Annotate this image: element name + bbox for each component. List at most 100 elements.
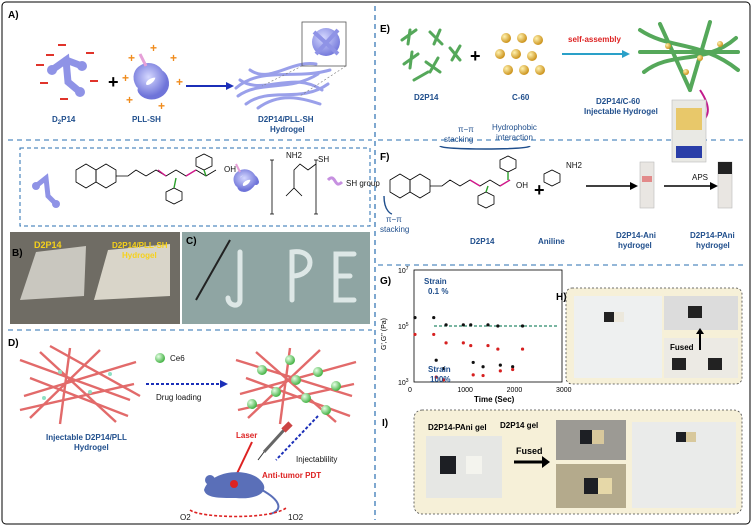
pani-caption-1: D2P14-PAni bbox=[690, 231, 735, 240]
e-product-caption-2: Injectable Hydrogel bbox=[584, 107, 658, 116]
singlet-o2-label: 1O2 bbox=[288, 513, 304, 522]
panel-f: F) π−π stacking Hydrophobic interaction … bbox=[380, 123, 735, 250]
strain-top-2: 0.1 % bbox=[428, 287, 448, 296]
data-point bbox=[413, 315, 417, 320]
b-caption-left: D2P14 bbox=[34, 240, 62, 250]
vial-left bbox=[20, 246, 86, 300]
f-plus: + bbox=[534, 180, 545, 200]
stacking-left: stacking bbox=[380, 225, 409, 234]
c60-spheres bbox=[495, 33, 545, 75]
y-tick-label: 105 bbox=[398, 322, 409, 331]
fiber-network-left bbox=[19, 344, 141, 425]
i-pani-gel-label: D2P14-PAni gel bbox=[428, 423, 487, 432]
data-point bbox=[461, 323, 465, 327]
laser-label: Laser bbox=[236, 431, 257, 440]
data-point bbox=[496, 347, 500, 351]
small-d2p14-icon bbox=[32, 173, 60, 208]
y-tick-label: 107 bbox=[398, 266, 409, 275]
injectable-caption-2: Hydrogel bbox=[74, 443, 109, 452]
i-photo-1 bbox=[426, 436, 502, 498]
pi-pi-left: π−π bbox=[386, 215, 402, 224]
svg-text:+: + bbox=[176, 75, 183, 89]
data-point bbox=[481, 365, 485, 369]
ani-vial-photo bbox=[639, 161, 655, 209]
data-point bbox=[444, 341, 448, 345]
panel-b: D2P14 D2P14/PLL-SH Hydrogel B) bbox=[10, 232, 180, 324]
panel-b-label: B) bbox=[12, 248, 23, 259]
panel-e-label: E) bbox=[380, 24, 390, 35]
o2-conversion-arrow bbox=[189, 507, 287, 518]
plus-signs: +++ ++++ bbox=[122, 41, 183, 113]
e-d2p14-caption: D2P14 bbox=[414, 93, 439, 102]
self-assembly-label: self-assembly bbox=[568, 35, 621, 44]
x-tick-label: 2000 bbox=[507, 387, 523, 394]
data-point bbox=[486, 343, 490, 348]
chart-xlabel: Time (Sec) bbox=[474, 395, 515, 404]
syringe-icon bbox=[257, 421, 293, 461]
panel-a: A) D2P14 + +++ ++++ PLL-SH bbox=[8, 10, 380, 227]
e-product-caption-1: D2P14/C-60 bbox=[596, 97, 641, 106]
hydrogel-caption-2: Hydrogel bbox=[270, 125, 305, 134]
injection-arrow bbox=[275, 415, 319, 461]
panel-i-label: I) bbox=[382, 418, 388, 429]
sh-group-label: SH group bbox=[346, 179, 380, 188]
pdt-label: Anti-tumor PDT bbox=[262, 471, 321, 480]
panel-h-label: H) bbox=[556, 292, 567, 303]
data-point bbox=[486, 323, 490, 327]
data-point bbox=[434, 358, 438, 362]
oh-atom: OH bbox=[224, 165, 236, 174]
chart-ylabel: G',G'' (Pa) bbox=[381, 318, 388, 350]
written-letters bbox=[225, 249, 357, 308]
b-caption-right-1: D2P14/PLL-SH bbox=[112, 241, 168, 250]
y-tick-label: 103 bbox=[398, 378, 409, 387]
panel-d: D) Ce6 Drug loading Injectable D2P14/PLL… bbox=[8, 338, 357, 522]
svg-text:+: + bbox=[170, 51, 177, 65]
ani-caption-1: D2P14-Ani bbox=[616, 231, 656, 240]
d2p14-molecule-icon bbox=[47, 53, 87, 97]
panel-i: I) D2P14-PAni gel D2P14 gel Fused bbox=[382, 409, 743, 515]
x-tick-label: 1000 bbox=[457, 387, 473, 394]
svg-text:+: + bbox=[150, 41, 157, 55]
minus-signs bbox=[36, 44, 98, 100]
aniline-caption: Aniline bbox=[538, 237, 565, 246]
data-point bbox=[511, 365, 515, 369]
sh-group-icon bbox=[326, 176, 344, 186]
panel-h: H) Fused bbox=[556, 287, 743, 385]
d2p14-caption: D2P14 bbox=[52, 115, 76, 126]
svg-text:+: + bbox=[158, 99, 165, 113]
hydrogel-network bbox=[234, 62, 332, 110]
panel-d-label: D) bbox=[8, 338, 19, 349]
chart-points bbox=[413, 315, 525, 382]
panel-f-label: F) bbox=[380, 152, 389, 163]
data-point bbox=[471, 373, 475, 377]
data-point bbox=[469, 323, 473, 327]
top-brace bbox=[439, 145, 531, 150]
panel-g-label: G) bbox=[380, 276, 391, 287]
pll-sh-knot-icon bbox=[133, 53, 169, 100]
ani-caption-2: hydrogel bbox=[618, 241, 652, 250]
data-point bbox=[442, 367, 446, 371]
data-point bbox=[496, 324, 500, 328]
injectable-caption-1: Injectable D2P14/PLL bbox=[46, 433, 127, 442]
aps-label: APS bbox=[692, 173, 708, 182]
data-point bbox=[481, 373, 485, 378]
strain-bot-1: Strain bbox=[428, 365, 451, 374]
data-point bbox=[432, 332, 436, 337]
pani-caption-2: hydrogel bbox=[696, 241, 730, 250]
syringe-needle bbox=[195, 239, 231, 301]
nh2-label: NH2 bbox=[566, 161, 583, 170]
pll-sh-caption: PLL-SH bbox=[132, 115, 161, 124]
mouse-icon bbox=[204, 472, 280, 515]
pll-structure bbox=[270, 159, 318, 215]
data-point bbox=[520, 347, 525, 351]
i-gel-label: D2P14 gel bbox=[500, 421, 538, 430]
strain-bot-2: 100% bbox=[430, 375, 450, 384]
hydrogel-caption-1: D2P14/PLL-SH bbox=[258, 115, 314, 124]
hydrophobic-2: interaction bbox=[496, 133, 533, 142]
pll-label-nh2: NH2 bbox=[286, 151, 303, 160]
data-point bbox=[413, 332, 417, 337]
data-point bbox=[498, 369, 502, 373]
